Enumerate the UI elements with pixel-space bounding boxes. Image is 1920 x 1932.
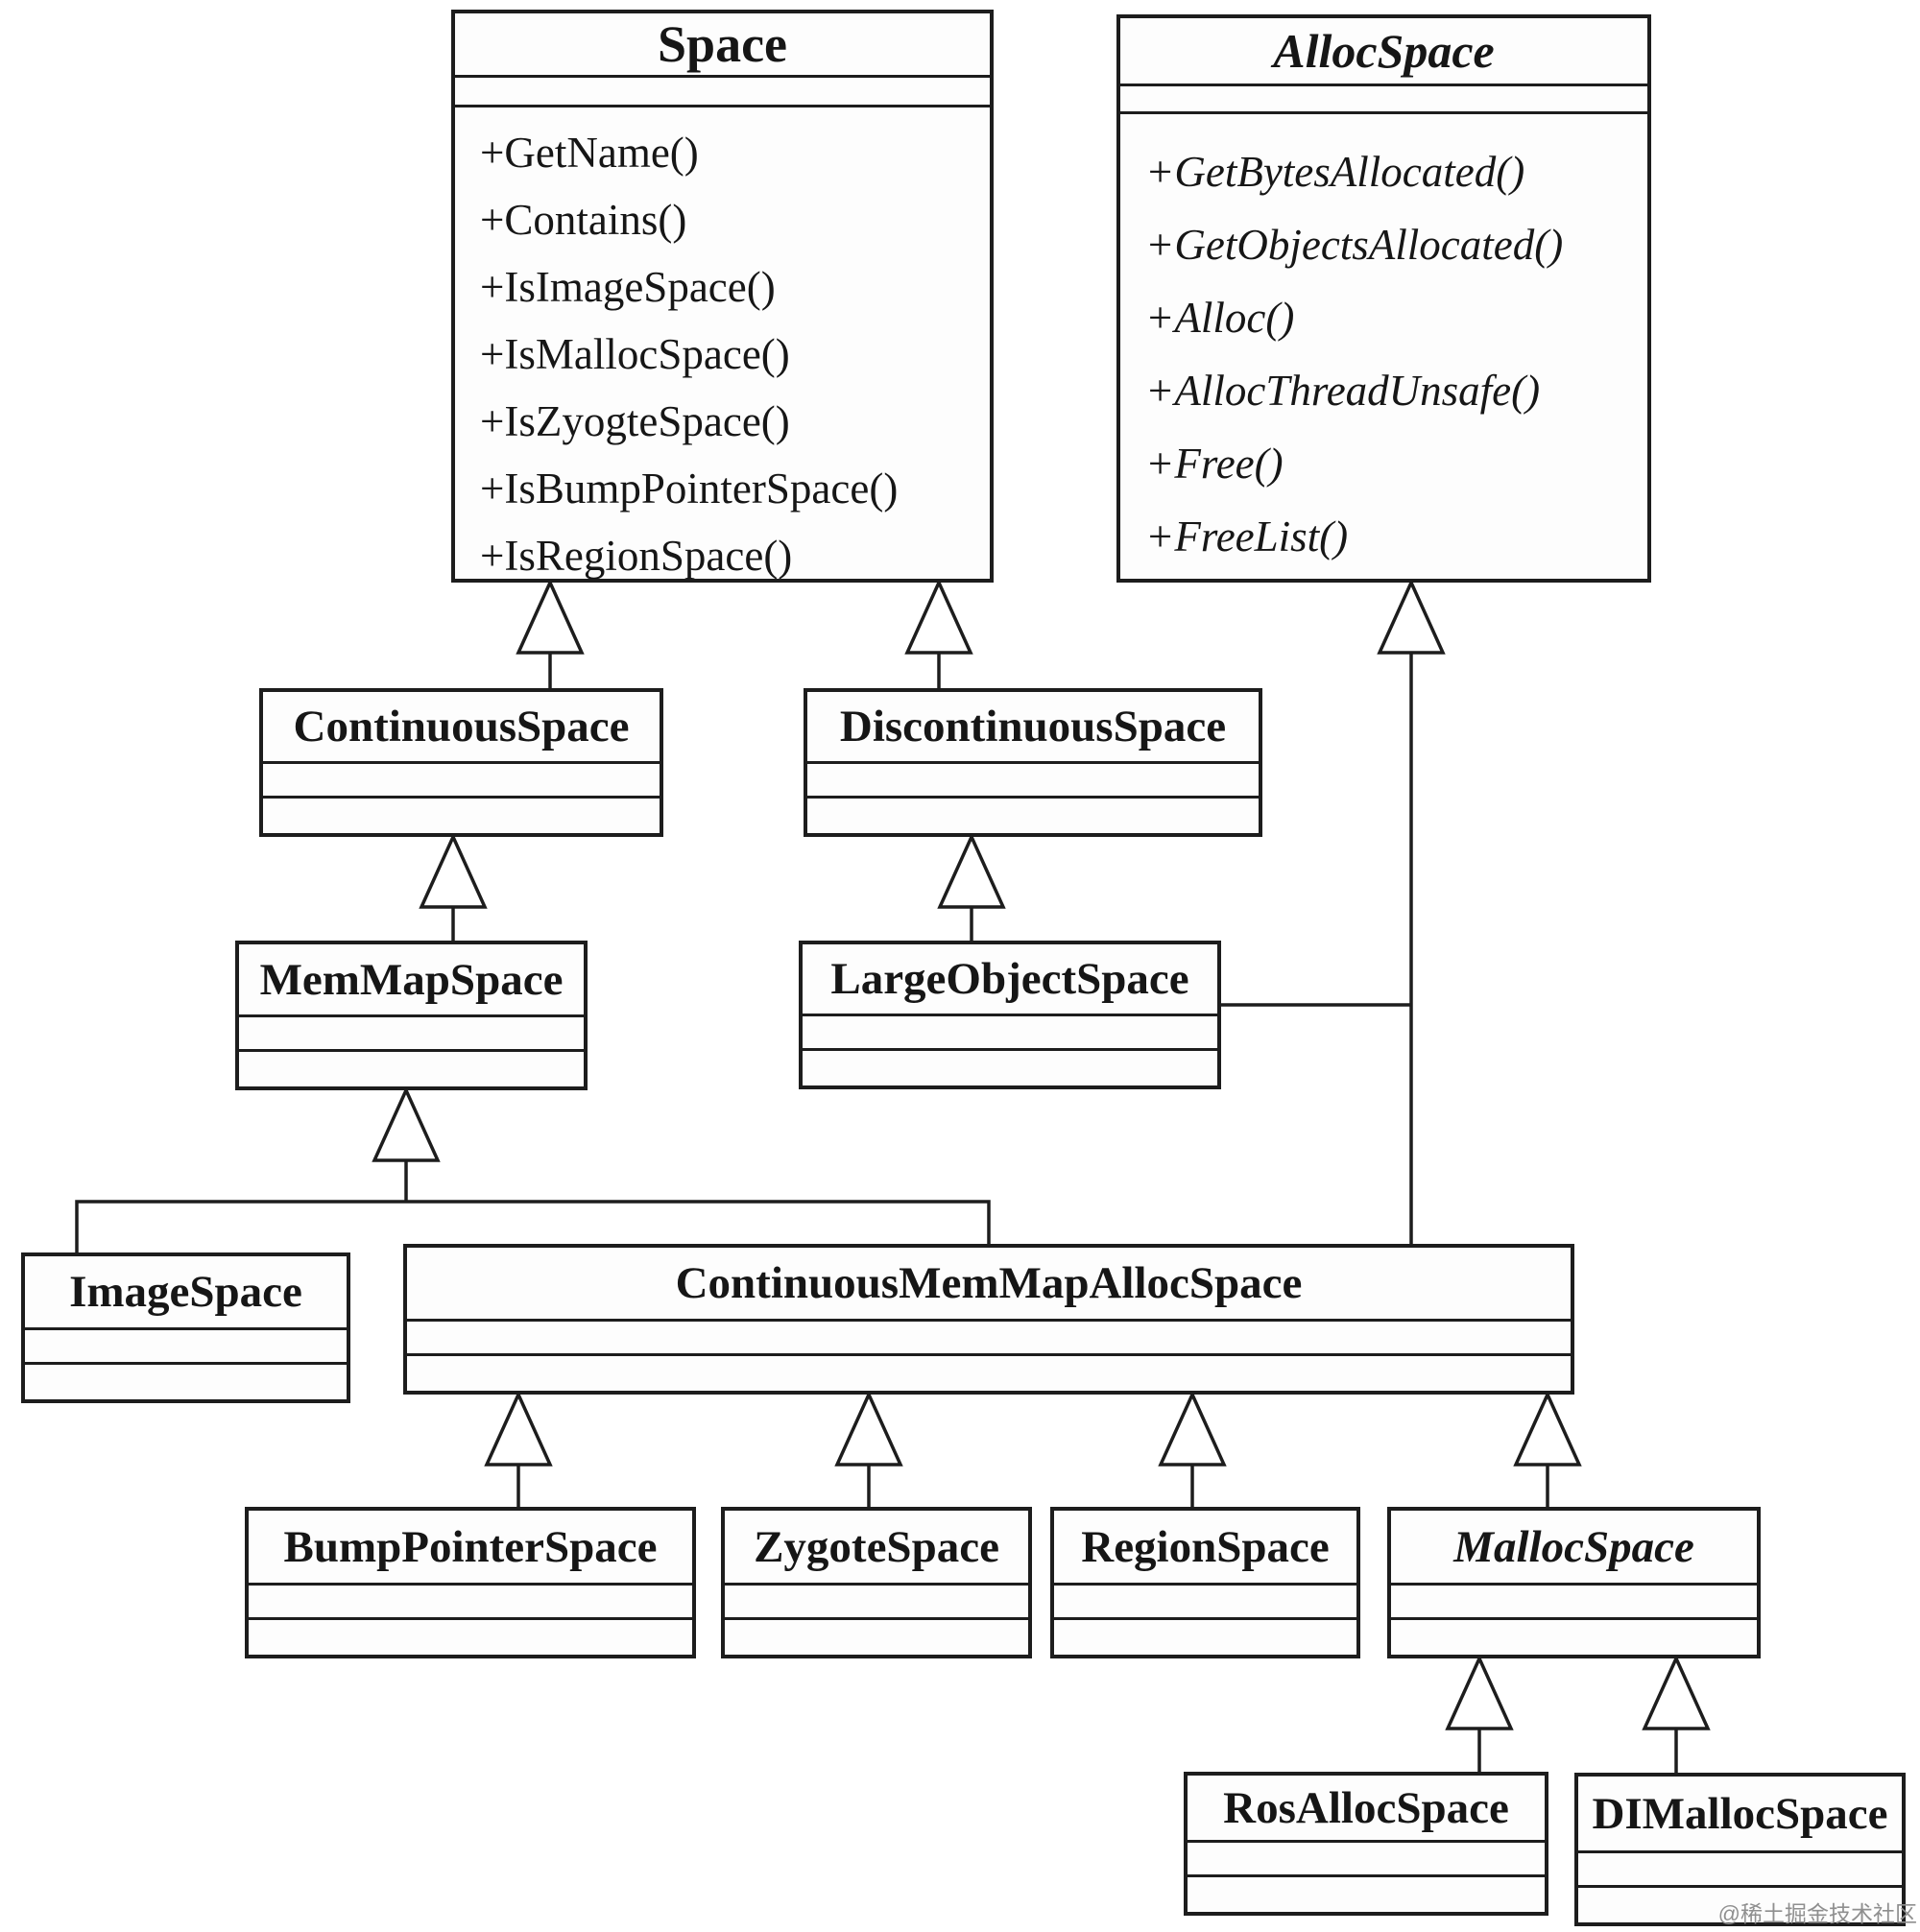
class-box-largeobjectspace: LargeObjectSpace (799, 941, 1221, 1089)
methods-compartment (239, 1049, 584, 1086)
class-name: AllocSpace (1273, 24, 1495, 78)
method: +AllocThreadUnsafe() (1145, 367, 1541, 415)
generalization-rosallocspace-mallocspace (1445, 1654, 1514, 1772)
class-name: Space (658, 15, 787, 73)
methods-compartment (807, 796, 1259, 833)
attributes-compartment (725, 1583, 1028, 1617)
method: +GetObjectsAllocated() (1145, 221, 1564, 269)
class-box-allocspace: AllocSpace +GetBytesAllocated() +GetObjec… (1116, 14, 1651, 583)
generalization-zygotespace-cmmas (834, 1390, 903, 1507)
attributes-compartment (1578, 1850, 1902, 1885)
class-name: DIMallocSpace (1592, 1788, 1888, 1839)
class-box-space: Space +GetName() +Contains() +IsImageSpace… (451, 10, 994, 583)
generalization-children-allocspace (1221, 578, 1446, 1244)
class-box-discontinuousspace: DiscontinuousSpace (804, 688, 1262, 837)
methods-compartment (1054, 1617, 1356, 1655)
generalization-largeobjectspace-discontinuousspace (937, 832, 1006, 941)
class-box-rosallocspace: RosAllocSpace (1184, 1772, 1548, 1916)
methods-compartment (1391, 1617, 1757, 1655)
methods-compartment (1578, 1885, 1902, 1922)
class-box-regionspace: RegionSpace (1050, 1507, 1360, 1658)
method: +IsBumpPointerSpace() (480, 465, 899, 513)
methods-compartment (249, 1617, 692, 1655)
class-name: BumpPointerSpace (283, 1521, 658, 1572)
attributes-compartment (803, 1014, 1217, 1048)
class-name: ContinuousMemMapAllocSpace (675, 1258, 1303, 1308)
attributes-compartment (1120, 83, 1647, 111)
attributes-compartment (807, 761, 1259, 796)
attributes-compartment (1188, 1840, 1545, 1874)
method: +GetBytesAllocated() (1145, 148, 1525, 196)
class-name: LargeObjectSpace (830, 954, 1189, 1004)
attributes-compartment (263, 761, 660, 796)
class-box-memmapspace: MemMapSpace (235, 941, 588, 1090)
class-name: ImageSpace (69, 1267, 302, 1317)
attributes-compartment (249, 1583, 692, 1617)
method: +GetName() (480, 129, 699, 177)
class-box-dimallocspace: DIMallocSpace (1574, 1773, 1906, 1926)
generalization-dimallocspace-mallocspace (1642, 1654, 1711, 1773)
generalization-regionspace-cmmas (1158, 1390, 1227, 1507)
class-name: RosAllocSpace (1223, 1782, 1509, 1833)
methods-compartment (803, 1048, 1217, 1085)
class-name: ZygoteSpace (754, 1521, 999, 1572)
method: +Free() (1145, 440, 1284, 488)
generalization-children-memmapspace (75, 1085, 991, 1252)
method: +FreeList() (1145, 513, 1349, 561)
class-name: MallocSpace (1453, 1521, 1694, 1572)
generalization-discontinuousspace-space (904, 578, 973, 688)
attributes-compartment (1391, 1583, 1757, 1617)
method: +Contains() (480, 196, 687, 244)
methods-compartment (725, 1617, 1028, 1655)
class-box-mallocspace: MallocSpace (1387, 1507, 1761, 1658)
generalization-continuousspace-space (516, 578, 585, 688)
attributes-compartment (25, 1327, 347, 1362)
generalization-mallocspace-cmmas (1513, 1390, 1582, 1507)
class-name: DiscontinuousSpace (839, 702, 1227, 751)
methods-compartment: +GetBytesAllocated() +GetObjectsAllocated… (1120, 111, 1647, 579)
class-box-zygotespace: ZygoteSpace (721, 1507, 1032, 1658)
class-name: RegionSpace (1081, 1521, 1330, 1572)
class-box-continuousspace: ContinuousSpace (259, 688, 663, 837)
class-box-bumppointerspace: BumpPointerSpace (245, 1507, 696, 1658)
class-box-imagespace: ImageSpace (21, 1252, 350, 1403)
methods-compartment (407, 1353, 1571, 1391)
class-box-continuousmemmapallocspace: ContinuousMemMapAllocSpace (403, 1244, 1574, 1395)
method: +IsMallocSpace() (480, 330, 790, 378)
class-name: MemMapSpace (259, 954, 564, 1005)
methods-compartment (1188, 1874, 1545, 1912)
methods-compartment: +GetName() +Contains() +IsImageSpace() +IsM… (455, 105, 990, 579)
watermark: @稀土掘金技术社区 (1717, 1901, 1917, 1926)
attributes-compartment (1054, 1583, 1356, 1617)
attributes-compartment (407, 1319, 1571, 1353)
methods-compartment (263, 796, 660, 833)
method: +IsRegionSpace() (480, 532, 793, 579)
generalization-bumppointerspace-cmmas (484, 1390, 553, 1507)
class-name: ContinuousSpace (293, 702, 630, 751)
method: +Alloc() (1145, 294, 1295, 342)
generalization-memmapspace-continuousspace (419, 832, 488, 941)
methods-compartment (25, 1362, 347, 1399)
method: +IsImageSpace() (480, 263, 776, 311)
attributes-compartment (455, 75, 990, 105)
attributes-compartment (239, 1014, 584, 1049)
method: +IsZyogteSpace() (480, 397, 790, 445)
